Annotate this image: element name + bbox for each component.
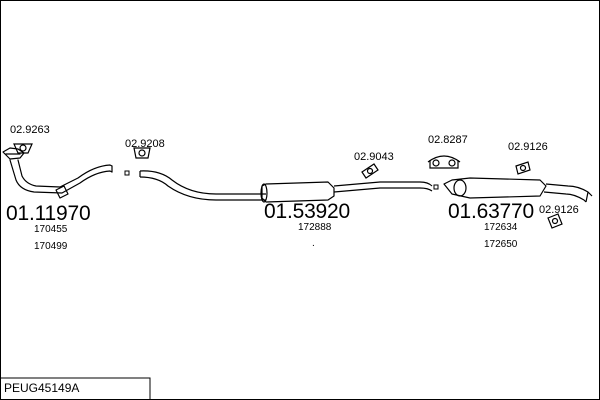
part-label-02-9126-top: 02.9126 <box>508 141 548 153</box>
connector-left <box>124 170 130 176</box>
main-number-middle: 01.53920 <box>264 200 350 223</box>
connector-right <box>433 184 439 190</box>
ref-number-rear-1: 172634 <box>484 222 518 233</box>
ref-number-rear-2: 172650 <box>484 239 518 250</box>
hanger-02-9126-bottom-part <box>547 213 563 229</box>
part-label-02-9126-bottom: 02.9126 <box>539 204 579 216</box>
part-label-02-9043: 02.9043 <box>354 151 394 163</box>
part-label-02-8287: 02.8287 <box>428 134 468 146</box>
part-label-02-9208: 02.9208 <box>125 138 165 150</box>
part-label-02-9263: 02.9263 <box>10 124 50 136</box>
ref-number-front-1: 170455 <box>34 224 68 235</box>
rear-silencer-part <box>443 177 593 203</box>
ref-number-front-2: 170499 <box>34 241 68 252</box>
code-box-border <box>0 377 151 399</box>
small-mark: . <box>312 238 315 249</box>
gasket-02-9263-part <box>13 143 33 154</box>
main-number-rear: 01.63770 <box>448 200 534 223</box>
clamp-02-8287-part <box>427 155 461 169</box>
gasket-02-9208-part <box>133 147 151 159</box>
front-pipe-part <box>2 147 113 199</box>
main-number-front: 01.11970 <box>6 202 91 225</box>
diagram-code: PEUG45149A <box>4 381 80 395</box>
hanger-02-9126-top-part <box>515 161 531 175</box>
hanger-02-9043-part <box>361 163 379 179</box>
middle-section-part <box>139 170 433 203</box>
ref-number-middle-1: 172888 <box>298 222 332 233</box>
